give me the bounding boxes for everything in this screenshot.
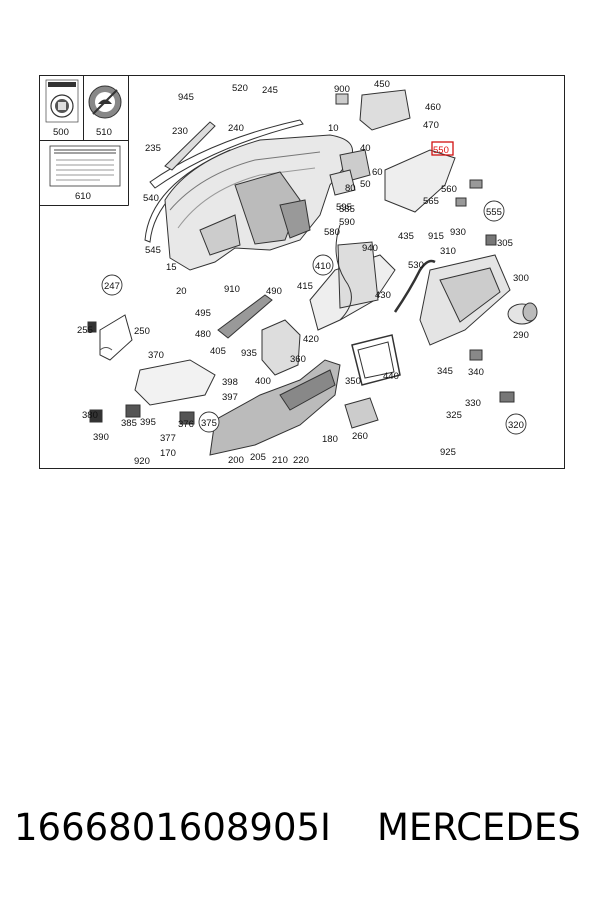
callout-375: 375 [201, 418, 217, 429]
callout-labels: 945 520 245 240 230 235 10 900 450 460 470 40 550 50 8… [53, 79, 529, 467]
callout-210: 210 [272, 455, 288, 466]
callout-390: 390 [93, 432, 109, 443]
callout-945: 945 [178, 92, 194, 103]
callout-345: 345 [437, 366, 453, 377]
highlight-box-550 [431, 141, 454, 156]
callout-920: 920 [134, 456, 150, 467]
circled-callouts [101, 200, 527, 435]
callout-250: 250 [134, 326, 150, 337]
callout-900: 900 [334, 84, 350, 95]
callout-490: 490 [266, 286, 282, 297]
callout-255: 255 [77, 325, 93, 336]
callout-415: 415 [297, 281, 313, 292]
callout-360: 360 [290, 354, 306, 365]
callout-420: 420 [303, 334, 319, 345]
callout-385: 385 [121, 418, 137, 429]
parts-diagram: 945 520 245 240 230 235 10 900 450 460 470 40 550 50 8… [39, 75, 565, 469]
callout-260: 260 [352, 431, 368, 442]
airbag-warning-icon [45, 79, 79, 123]
callout-50: 50 [360, 179, 371, 190]
callout-435: 435 [398, 231, 414, 242]
callout-935: 935 [241, 348, 257, 359]
callout-585: 585 [339, 204, 355, 215]
callout-940: 940 [362, 243, 378, 254]
callout-220: 220 [293, 455, 309, 466]
callout-540: 540 [143, 193, 159, 204]
callout-595: 595 [336, 202, 352, 213]
callout-350: 350 [345, 376, 361, 387]
callout-530: 530 [408, 260, 424, 271]
callout-495: 495 [195, 308, 211, 319]
callout-180: 180 [322, 434, 338, 445]
callout-400: 400 [255, 376, 271, 387]
callout-610: 610 [75, 191, 91, 202]
callout-230: 230 [172, 126, 188, 137]
callout-376: 376 [178, 419, 194, 430]
callout-580: 580 [324, 227, 340, 238]
callout-200: 200 [228, 455, 244, 466]
callout-235: 235 [145, 143, 161, 154]
callout-410: 410 [315, 261, 331, 272]
callout-325: 325 [446, 410, 462, 421]
diagram-frame [39, 75, 565, 469]
callout-510: 510 [96, 127, 112, 138]
part-number-text: 1666801608905I [14, 806, 331, 849]
callout-320: 320 [508, 420, 524, 431]
callout-240: 240 [228, 123, 244, 134]
callout-397: 397 [222, 392, 238, 403]
callout-340: 340 [468, 367, 484, 378]
callout-290: 290 [513, 330, 529, 341]
callout-40: 40 [360, 143, 371, 154]
callout-20: 20 [176, 286, 187, 297]
callout-247: 247 [104, 281, 120, 292]
callout-405: 405 [210, 346, 226, 357]
callout-circle-247 [101, 274, 123, 296]
callout-560: 560 [441, 184, 457, 195]
callout-15: 15 [166, 262, 177, 273]
callout-440: 440 [383, 371, 399, 382]
callout-300: 300 [513, 273, 529, 284]
callout-10: 10 [328, 123, 339, 134]
callout-205: 205 [250, 452, 266, 463]
airbag-no-child-seat-icon [88, 85, 122, 119]
callout-circle-375 [198, 411, 220, 433]
callout-565: 565 [423, 196, 439, 207]
callout-915: 915 [428, 231, 444, 242]
footer-caption: 1666801608905I MERCEDES [0, 806, 600, 862]
callout-910: 910 [224, 284, 240, 295]
dashboard-artwork [87, 89, 538, 456]
airbag-info-card [49, 145, 121, 187]
callout-circle-410 [312, 254, 334, 276]
callout-245: 245 [262, 85, 278, 96]
callout-398: 398 [222, 377, 238, 388]
callout-460: 460 [425, 102, 441, 113]
callout-310: 310 [440, 246, 456, 257]
callout-170: 170 [160, 448, 176, 459]
brand-text: MERCEDES [377, 806, 581, 849]
callout-500: 500 [53, 127, 69, 138]
callout-450: 450 [374, 79, 390, 90]
callout-395: 395 [140, 417, 156, 428]
callout-370: 370 [148, 350, 164, 361]
callout-590: 590 [339, 217, 355, 228]
callout-380: 380 [82, 410, 98, 421]
callout-520: 520 [232, 83, 248, 94]
callout-470: 470 [423, 120, 439, 131]
callout-545: 545 [145, 245, 161, 256]
callout-circle-555 [483, 200, 505, 222]
callout-550: 550 [433, 145, 449, 156]
callout-80: 80 [345, 183, 356, 194]
callout-430: 430 [375, 290, 391, 301]
callout-305: 305 [497, 238, 513, 249]
callout-377: 377 [160, 433, 176, 444]
callout-480: 480 [195, 329, 211, 340]
callout-925: 925 [440, 447, 456, 458]
callout-555: 555 [486, 207, 502, 218]
callout-60: 60 [372, 167, 383, 178]
callout-circle-320 [505, 413, 527, 435]
callout-330: 330 [465, 398, 481, 409]
callout-930: 930 [450, 227, 466, 238]
